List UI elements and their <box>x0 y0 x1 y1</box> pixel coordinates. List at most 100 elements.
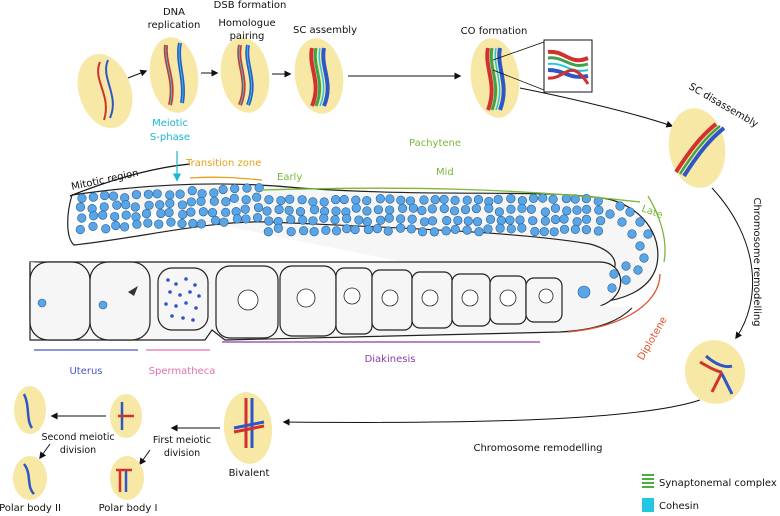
germline-nucleus <box>143 189 154 199</box>
germline-nucleus <box>308 197 318 207</box>
germline-nucleus <box>450 195 460 205</box>
label-homologue-pairing-2: pairing <box>230 31 265 42</box>
germline-nucleus <box>643 229 653 239</box>
germline-nucleus <box>219 217 229 227</box>
germline-nucleus <box>441 226 451 236</box>
germline-nucleus <box>99 202 109 212</box>
germline-nucleus <box>605 209 615 219</box>
germline-nucleus <box>121 200 131 210</box>
label-first-meiotic-division-2: division <box>164 448 200 459</box>
legend-item-synaptonemal-complex: Synaptonemal complex <box>642 474 777 489</box>
label-dna-replication-2: replication <box>148 20 201 31</box>
label-second-meiotic-division-2: division <box>60 445 96 456</box>
germline-nucleus <box>419 217 430 227</box>
germline-nucleus <box>373 205 383 215</box>
germline-nucleus <box>517 223 527 233</box>
label-uterus: Uterus <box>69 366 102 377</box>
germline-nucleus <box>526 204 536 214</box>
germline-nucleus <box>240 204 250 214</box>
label-transition-zone: Transition zone <box>185 158 261 169</box>
germline-nucleus <box>460 204 471 215</box>
germline-nucleus <box>77 193 87 203</box>
germline-nucleus <box>427 204 437 214</box>
germline-nucleus <box>342 214 352 224</box>
germline-nucleus <box>354 215 364 225</box>
label-early: Early <box>277 172 302 183</box>
germline-nucleus <box>110 211 120 222</box>
germline-nucleus <box>221 197 231 207</box>
germline-nucleus <box>517 203 527 213</box>
germline-nucleus <box>528 216 538 226</box>
germline-nucleus <box>331 206 341 216</box>
germline-nucleus <box>197 189 207 199</box>
germline-nucleus <box>165 198 175 208</box>
diplotene-bar <box>567 273 661 333</box>
germline-nucleus <box>164 207 174 218</box>
germline-nucleus <box>130 202 140 212</box>
germline-nucleus <box>253 213 263 223</box>
germline-nucleus <box>98 210 108 220</box>
germline-nucleus <box>550 214 561 225</box>
legend-label-synaptonemal-complex: Synaptonemal complex <box>659 478 777 489</box>
germline-nucleus <box>572 217 582 227</box>
germline-nucleus <box>232 214 242 224</box>
germline-nucleus <box>442 215 452 226</box>
germline-nucleus <box>263 227 273 237</box>
label-diplotene: Diplotene <box>636 315 670 362</box>
label-polar-body-1: Polar body I <box>99 503 158 514</box>
legend-label-cohesin: Cohesin <box>659 501 699 512</box>
germline-nucleus <box>562 206 572 216</box>
germline-nucleus <box>274 204 284 215</box>
germline-nucleus <box>528 193 539 203</box>
germline-nuclei <box>75 183 653 293</box>
germline-nucleus <box>407 214 417 224</box>
germline-nucleus <box>593 226 604 236</box>
germline-nucleus <box>276 195 286 206</box>
germline-nucleus <box>131 190 142 200</box>
label-second-meiotic-division-1: Second meiotic <box>41 432 114 443</box>
germline-nucleus <box>427 216 438 226</box>
germline-nucleus <box>295 206 306 217</box>
germline-nucleus <box>319 213 329 223</box>
germline-nucleus <box>581 204 592 214</box>
germline-nucleus <box>196 219 206 229</box>
germline-nucleus <box>75 202 86 212</box>
legend: Synaptonemal complex Cohesin <box>642 474 777 512</box>
germline-nucleus <box>196 196 206 206</box>
germline-nucleus <box>595 216 606 226</box>
germline-nucleus <box>621 261 631 271</box>
cell-after-first-division <box>110 394 142 438</box>
germline-nucleus <box>429 227 439 237</box>
germline-nucleus <box>207 207 218 218</box>
germline-nucleus <box>198 207 208 217</box>
germline-nucleus <box>156 208 166 219</box>
germline-nucleus <box>108 191 119 201</box>
germline-nucleus <box>621 275 631 285</box>
germline-nucleus <box>165 190 175 200</box>
germline-nucleus <box>330 215 340 225</box>
germline-nucleus <box>505 215 515 225</box>
germline-nucleus <box>396 214 406 224</box>
cell-bivalent <box>223 392 273 464</box>
germline-nucleus <box>493 194 503 205</box>
germline-nucleus <box>417 227 428 237</box>
germline-nucleus <box>252 192 262 202</box>
germline-nucleus <box>100 190 110 201</box>
germline-nucleus <box>299 226 309 236</box>
germline-nucleus <box>177 200 188 210</box>
germline-nucleus <box>384 213 394 223</box>
germline-nucleus <box>309 205 320 215</box>
germline-nucleus <box>462 195 472 205</box>
cell-after-second-division <box>14 386 46 434</box>
germline-nucleus <box>264 195 274 205</box>
germline-nucleus <box>540 207 550 217</box>
germline-nucleus <box>635 217 645 227</box>
germline-nucleus <box>101 224 111 234</box>
germline-nucleus <box>264 216 274 226</box>
germline-nucleus <box>372 224 382 234</box>
germline-nucleus <box>297 195 307 205</box>
germline-nucleus <box>144 200 154 210</box>
germline-nucleus <box>362 206 372 216</box>
